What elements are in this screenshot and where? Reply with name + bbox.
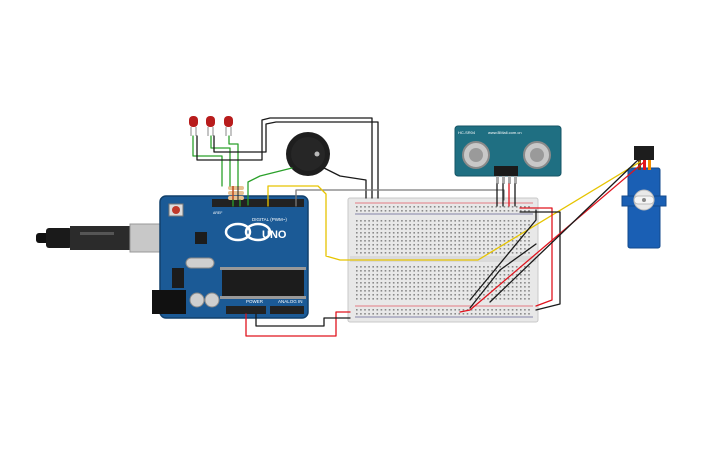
sensor-site: www.BMall.com.cn: [488, 130, 522, 135]
led-red-1[interactable]: [189, 116, 198, 136]
sensor-model: HC-SR04: [458, 130, 476, 135]
servo-motor[interactable]: [621, 146, 667, 249]
wire-black-gnd: [255, 313, 351, 327]
usb-cable[interactable]: [36, 223, 161, 253]
arduino-logo-icon: [224, 222, 272, 242]
ultrasonic-sensor[interactable]: HC-SR04 www.BMall.com.cn: [454, 125, 562, 184]
wire-green-led2: [210, 135, 231, 187]
crystal: [185, 257, 215, 269]
led-red-3[interactable]: [224, 116, 233, 136]
arduino-uno[interactable]: UNO DIGITAL (PWM~) POWER ANALOG IN AREF: [152, 195, 309, 319]
wire-green-led1: [192, 135, 223, 187]
wire-black-led: [196, 117, 373, 199]
digital-label: DIGITAL (PWM~): [252, 217, 287, 222]
wire-servo-red: [459, 161, 645, 313]
aref-label: AREF: [213, 211, 222, 215]
capacitor: [189, 292, 205, 308]
wire-green-led3: [228, 135, 239, 187]
wire-red-5v: [245, 311, 351, 337]
piezo-buzzer[interactable]: [286, 132, 330, 176]
wire-buzzer-black: [323, 167, 367, 199]
wires[interactable]: [192, 117, 645, 337]
power-jack: [152, 290, 186, 314]
led-red-2[interactable]: [206, 116, 215, 136]
wire-buzzer-green: [247, 167, 293, 206]
wire-servo-black: [489, 159, 639, 303]
board-name: UNO: [262, 229, 287, 241]
resistors[interactable]: [228, 186, 244, 200]
analog-header[interactable]: [270, 306, 304, 314]
power-header[interactable]: [226, 306, 266, 314]
wire-black-led-b: [213, 121, 379, 199]
capacitor: [204, 292, 220, 308]
power-label: POWER: [246, 299, 264, 304]
atmega-chip: [222, 269, 304, 297]
digital-header[interactable]: [212, 199, 304, 207]
analog-label: ANALOG IN: [278, 299, 303, 304]
wire-yellow-signal: [267, 161, 641, 261]
